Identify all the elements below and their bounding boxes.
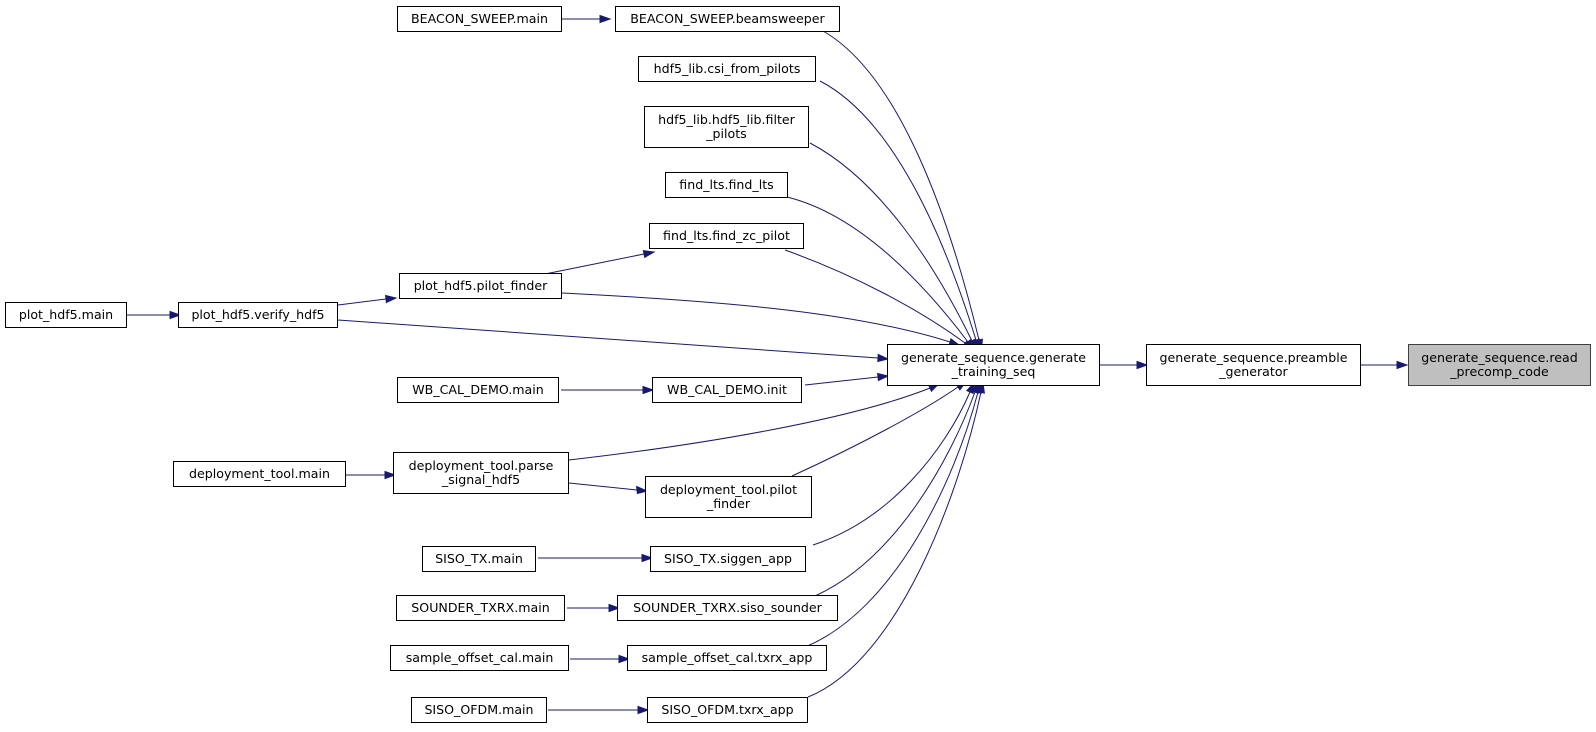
node-label: deployment_tool.main <box>189 466 330 481</box>
node-siso-ofdm-txrx-app[interactable]: SISO_OFDM.txrx_app <box>647 697 808 723</box>
node-label: deployment_tool.parse _signal_hdf5 <box>408 458 554 487</box>
node-siso-tx-main[interactable]: SISO_TX.main <box>422 546 536 572</box>
node-label: SISO_OFDM.txrx_app <box>661 702 794 717</box>
node-label: deployment_tool.pilot _finder <box>659 482 798 511</box>
node-beacon-sweep-beamsweeper[interactable]: BEACON_SWEEP.beamsweeper <box>615 6 840 32</box>
edge-plot-pilot-finder-to-find-zc <box>544 253 645 275</box>
node-label: SISO_OFDM.main <box>424 702 534 717</box>
node-preamble-generator[interactable]: generate_sequence.preamble _generator <box>1146 344 1361 386</box>
node-beacon-sweep-main[interactable]: BEACON_SWEEP.main <box>397 6 562 32</box>
node-hdf5-filter-pilots[interactable]: hdf5_lib.hdf5_lib.filter _pilots <box>644 106 809 148</box>
arrowhead <box>1136 360 1149 370</box>
edge-find-lts-to-generate <box>786 196 969 343</box>
arrowhead <box>641 553 654 563</box>
node-label: hdf5_lib.csi_from_pilots <box>653 61 801 76</box>
node-label: sample_offset_cal.main <box>405 650 554 665</box>
arrowhead <box>877 372 890 382</box>
arrowhead <box>384 470 397 480</box>
node-label: SOUNDER_TXRX.main <box>411 600 550 615</box>
edge-beamsweeper-to-generate <box>822 30 980 341</box>
arrowhead <box>618 654 631 664</box>
edge-csi-from-pilots-to-generate <box>819 80 977 341</box>
edge-verify-to-generate <box>337 319 879 359</box>
node-sample-offset-cal-main[interactable]: sample_offset_cal.main <box>390 645 569 671</box>
node-plot-hdf5-pilot-finder[interactable]: plot_hdf5.pilot_finder <box>399 273 562 299</box>
arrowhead <box>877 353 890 363</box>
node-sample-offset-cal-txrx-app[interactable]: sample_offset_cal.txrx_app <box>627 645 827 671</box>
node-label: SOUNDER_TXRX.siso_sounder <box>633 600 822 615</box>
edge-find-zc-pilot-to-generate <box>784 249 966 344</box>
node-sounder-txrx-siso-sounder[interactable]: SOUNDER_TXRX.siso_sounder <box>617 595 838 621</box>
edge-filter-pilots-to-generate <box>809 142 973 342</box>
node-label: SISO_TX.siggen_app <box>663 551 793 566</box>
edge-siso-sounder-to-generate <box>814 391 976 597</box>
node-label: WB_CAL_DEMO.main <box>412 382 544 397</box>
node-label: SISO_TX.main <box>435 551 523 566</box>
node-generate-training-seq[interactable]: generate_sequence.generate _training_seq <box>887 344 1100 386</box>
node-wb-cal-demo-main[interactable]: WB_CAL_DEMO.main <box>397 377 559 403</box>
edge-parse-to-generate <box>568 387 931 461</box>
node-label: BEACON_SWEEP.main <box>411 11 548 26</box>
node-read-precomp-code[interactable]: generate_sequence.read _precomp_code <box>1408 344 1591 386</box>
arrowhead <box>642 385 655 395</box>
arrowhead <box>169 310 182 320</box>
node-label: WB_CAL_DEMO.init <box>667 382 787 397</box>
arrowhead <box>1396 360 1409 370</box>
node-label: generate_sequence.read _precomp_code <box>1421 350 1578 379</box>
arrowhead <box>636 485 649 495</box>
node-deployment-tool-main[interactable]: deployment_tool.main <box>173 461 346 487</box>
node-find-lts-find-zc-pilot[interactable]: find_lts.find_zc_pilot <box>649 223 804 249</box>
arrowhead <box>642 250 656 259</box>
node-label: plot_hdf5.pilot_finder <box>413 278 548 293</box>
edge-ofdm-txrx-to-generate <box>807 391 982 698</box>
edge-sample-txrx-to-generate <box>804 391 979 648</box>
node-siso-ofdm-main[interactable]: SISO_OFDM.main <box>411 697 547 723</box>
node-deployment-tool-parse-signal-hdf5[interactable]: deployment_tool.parse _signal_hdf5 <box>393 452 569 494</box>
edge-plot-pilot-finder-to-generate <box>561 292 951 343</box>
node-siso-tx-siggen-app[interactable]: SISO_TX.siggen_app <box>650 546 806 572</box>
arrowhead <box>385 294 398 304</box>
edge-verify-to-plot-pilot-finder <box>337 298 387 306</box>
arrowhead <box>599 14 612 24</box>
node-label: BEACON_SWEEP.beamsweeper <box>630 11 825 26</box>
arrowhead <box>637 705 650 715</box>
node-find-lts-find-lts[interactable]: find_lts.find_lts <box>665 172 788 198</box>
node-label: find_lts.find_lts <box>679 177 774 192</box>
arrowhead <box>608 603 621 613</box>
node-label: find_lts.find_zc_pilot <box>663 228 790 243</box>
edge-siggen-to-generate <box>812 391 971 546</box>
node-sounder-txrx-main[interactable]: SOUNDER_TXRX.main <box>396 595 565 621</box>
node-plot-hdf5-verify-hdf5[interactable]: plot_hdf5.verify_hdf5 <box>178 302 338 328</box>
edge-parse-to-deploy-pilot-finder <box>568 482 638 491</box>
edge-deploy-pilot-finder-to-generate <box>791 386 959 477</box>
node-label: generate_sequence.generate _training_seq <box>900 350 1087 379</box>
edge-wb-init-to-generate <box>804 376 879 386</box>
node-label: plot_hdf5.main <box>18 307 114 322</box>
node-label: sample_offset_cal.txrx_app <box>641 650 813 665</box>
node-plot-hdf5-main[interactable]: plot_hdf5.main <box>5 302 127 328</box>
node-label: generate_sequence.preamble _generator <box>1159 350 1348 379</box>
node-wb-cal-demo-init[interactable]: WB_CAL_DEMO.init <box>652 377 802 403</box>
node-label: hdf5_lib.hdf5_lib.filter _pilots <box>658 112 795 141</box>
node-deployment-tool-pilot-finder[interactable]: deployment_tool.pilot _finder <box>645 476 812 518</box>
node-hdf5-csi-from-pilots[interactable]: hdf5_lib.csi_from_pilots <box>638 56 816 82</box>
node-label: plot_hdf5.verify_hdf5 <box>191 307 325 322</box>
